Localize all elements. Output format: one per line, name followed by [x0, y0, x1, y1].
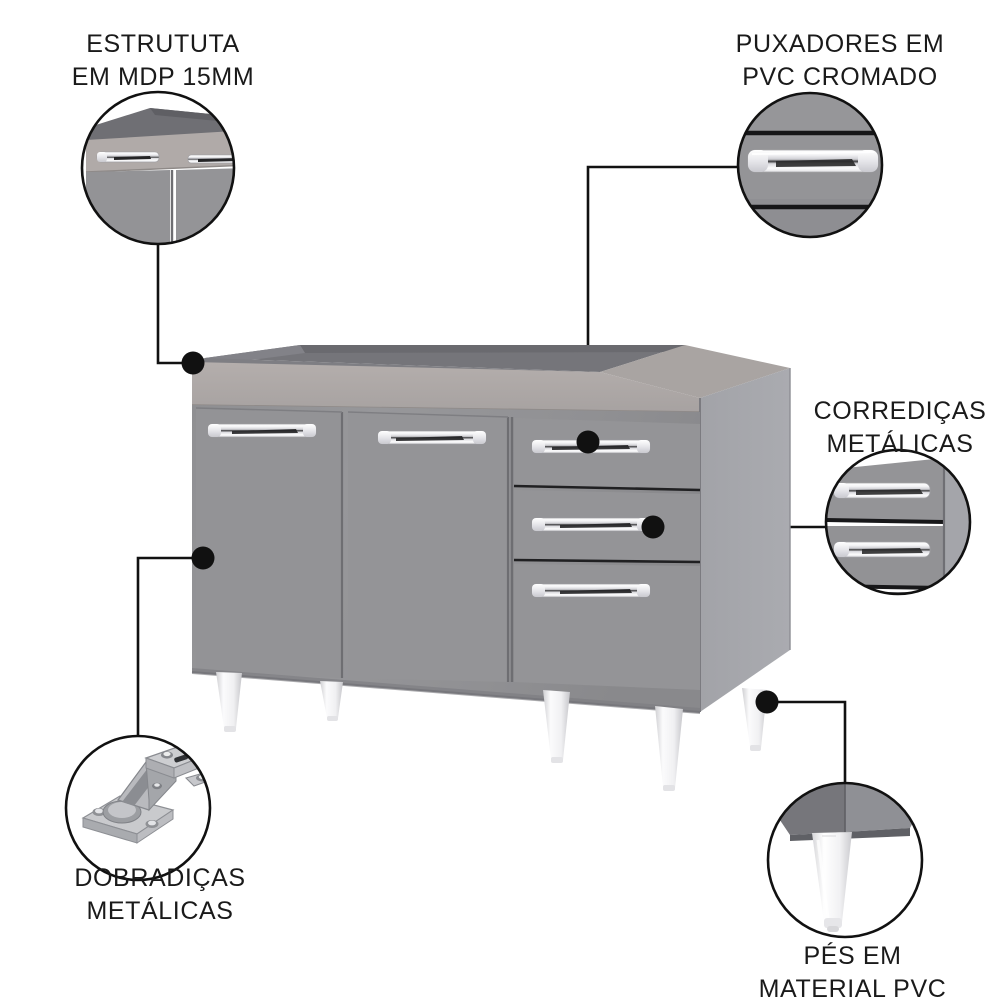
anchor-dot-dobradicas	[191, 546, 215, 570]
cabinet-bottom-shadow	[192, 668, 700, 714]
cabinet-top-deck-right	[600, 345, 790, 398]
handle-door-center[interactable]	[377, 430, 487, 445]
detail-circle-dobradicas	[64, 734, 212, 882]
cabinet-right-side-panel	[700, 368, 790, 712]
leg-front-left	[216, 672, 242, 732]
leg-mid-left	[320, 681, 343, 721]
anchor-dot-corredicas	[641, 515, 665, 539]
anchor-dots	[181, 351, 779, 714]
door-left[interactable]	[196, 408, 342, 678]
anchor-dot-puxadores	[576, 430, 600, 454]
leg-center	[543, 690, 570, 763]
detail-circle-pes	[766, 781, 924, 939]
leader-line-pes	[767, 700, 847, 783]
handle-drawer-bottom[interactable]	[531, 583, 651, 598]
callout-label-dobradicas: DOBRADIÇAS METÁLICAS	[74, 864, 246, 925]
drawer-top-bottom-edge	[513, 484, 701, 492]
callout-label-puxadores: PUXADORES EM PVC CROMADO	[735, 30, 945, 91]
drawer-top[interactable]	[514, 418, 700, 490]
drawer-middle-bottom-edge	[513, 558, 701, 564]
detail-circle-puxadores	[736, 91, 884, 239]
anchor-dot-estrutura	[181, 351, 205, 375]
cabinet-inner-back-wall	[300, 345, 690, 353]
leader-line-estrutura	[156, 244, 193, 365]
handle-drawer-middle[interactable]	[531, 517, 651, 532]
callout-label-pes: PÉS EM MATERIAL PVC	[758, 942, 947, 1003]
leg-front-right	[655, 706, 683, 791]
door-center-top-edge	[347, 411, 509, 418]
anchor-dot-pes	[755, 690, 779, 714]
door-center[interactable]	[348, 412, 508, 682]
leader-line-dobradicas	[136, 556, 203, 736]
callout-label-estrutura: ESTRUTUTA EM MDP 15MM	[71, 30, 255, 91]
handle-door-left[interactable]	[207, 423, 317, 438]
callout-label-corredicas: CORREDIÇAS METÁLICAS	[813, 397, 987, 458]
door-left-top-edge	[195, 407, 343, 413]
detail-circle-corredicas	[824, 448, 972, 596]
detail-circle-estrutura	[80, 90, 236, 246]
cabinet-illustration	[191, 345, 791, 791]
cabinet-top-front-rail	[192, 362, 700, 412]
drawer-bottom[interactable]	[514, 564, 700, 690]
